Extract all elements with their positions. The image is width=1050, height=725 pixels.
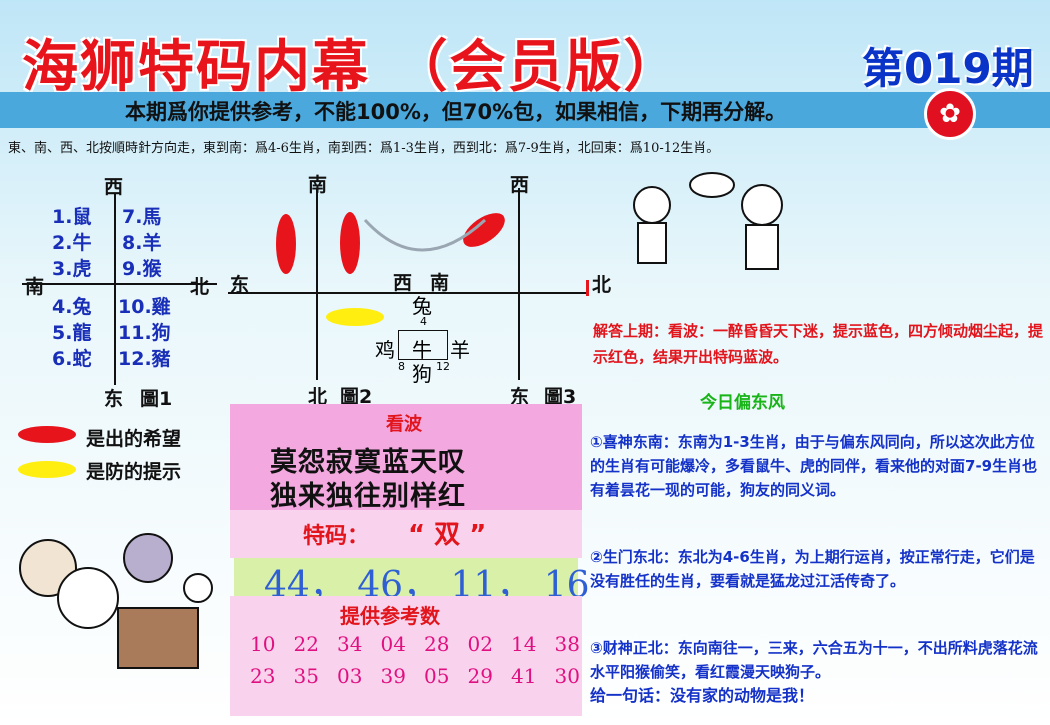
ref-number: 30 — [554, 664, 580, 688]
reference-panel — [230, 596, 582, 716]
cross-center: 牛 — [412, 338, 432, 362]
legend-yellow-label: 是防的提示 — [86, 461, 182, 483]
ref-number: 34 — [337, 632, 363, 656]
kanbo-line-2: 独来独往别样红 — [270, 481, 466, 512]
paragraph-1: ①喜神东南：东南为1-3生肖，由于与偏东风同向，所以这次此方位的生肖有可能爆冷，… — [590, 433, 1038, 499]
fig2-caption: 圖2 — [340, 386, 373, 408]
cartoon-animals-illustration — [19, 533, 213, 669]
fig1-south: 南 — [25, 276, 45, 298]
legend-yellow-swatch — [18, 461, 76, 478]
fig2-north: 北 — [308, 386, 328, 408]
reference-row-1: 10 22 34 04 28 02 14 38 — [250, 632, 580, 656]
ref-number: 35 — [293, 664, 319, 688]
reference-title: 提供参考数 — [340, 604, 440, 628]
cross-south: 南 — [430, 272, 450, 294]
page-title: 海狮特码内幕 （会员版） — [22, 34, 682, 100]
wind-heading: 今日偏东风 — [700, 393, 785, 413]
zodiac-item: 12.豬 — [118, 348, 171, 370]
kanbo-line-1: 莫怨寂寞蓝天叹 — [270, 447, 466, 478]
zodiac-item: 4.兔 — [52, 296, 92, 318]
cross-west: 西 — [393, 272, 413, 294]
zodiac-item: 1.鼠 — [52, 206, 92, 228]
cross-right: 羊 — [450, 338, 470, 362]
fig3-west: 西 — [510, 174, 530, 196]
zodiac-item: 9.猴 — [122, 258, 162, 280]
tema-label: 特码： — [303, 524, 370, 549]
paragraph-2: ②生门东北：东北为4-6生肖，为上期行运肖，按正常行走，它们是没有胜任的生肖，要… — [590, 548, 1035, 590]
fig3-caption: 圖3 — [544, 386, 577, 408]
direction-rule: 東、南、西、北按順時針方向走，東到南：爲4-6生肖，南到西：爲1-3生肖，西到北… — [8, 141, 720, 156]
fig2-south: 南 — [308, 174, 328, 196]
paragraph-3: ③财神正北：东向南往一，三来，六合五为十一，不出所料虎落花流水平阳猴偷笑，看红霞… — [590, 639, 1038, 681]
kanbo-title: 看波 — [386, 414, 422, 435]
ref-number: 38 — [554, 632, 580, 656]
cross-top-num: 4 — [420, 315, 427, 328]
zodiac-item: 5.龍 — [52, 322, 92, 344]
ref-number: 02 — [467, 632, 493, 656]
fig1-east: 东 — [104, 388, 124, 410]
hint-marker — [326, 308, 384, 326]
zodiac-item: 2.牛 — [52, 232, 92, 254]
fig3-east: 东 — [510, 386, 530, 408]
cross-bottom: 狗 — [412, 362, 432, 386]
zodiac-item: 8.羊 — [122, 232, 162, 254]
zodiac-item: 10.雞 — [118, 296, 171, 318]
fig1-north: 北 — [190, 276, 210, 298]
ref-number: 10 — [250, 632, 276, 656]
zodiac-item: 6.蛇 — [52, 348, 92, 370]
cross-left: 鸡 — [375, 338, 395, 362]
arc-decoration — [363, 218, 487, 252]
cartoon-characters-illustration — [633, 172, 783, 270]
ref-number: 39 — [380, 664, 406, 688]
ref-number: 22 — [293, 632, 319, 656]
ref-number: 41 — [511, 664, 537, 688]
issue-number: 第019期 — [862, 44, 1034, 93]
ref-number: 04 — [380, 632, 406, 656]
previous-answer: 解答上期：看波：一醉昏昏天下迷，提示蓝色，四方倾动烟尘起，提示红色，结果开出特码… — [593, 322, 1044, 366]
fig2-east: 东 — [230, 274, 250, 296]
reference-row-2: 23 35 03 39 05 29 41 30 — [250, 664, 580, 688]
banner-band — [0, 92, 1050, 128]
legend-red-label: 是出的希望 — [86, 428, 182, 450]
fig1-caption: 圖1 — [140, 388, 173, 410]
fig3-north: 北 — [592, 274, 612, 296]
cross-bottom-right-num: 12 — [436, 360, 450, 373]
zodiac-item: 3.虎 — [52, 258, 92, 280]
zodiac-item: 7.馬 — [122, 206, 162, 228]
fig1-west: 西 — [104, 176, 124, 198]
hope-marker — [276, 214, 296, 274]
banner-text: 本期爲你提供参考，不能100%，但70%包，如果相信，下期再分解。 — [125, 100, 787, 124]
ref-number: 14 — [511, 632, 537, 656]
ref-number: 28 — [424, 632, 450, 656]
zodiac-item: 11.狗 — [118, 322, 171, 344]
legend-red-swatch — [18, 426, 76, 443]
tema-panel — [230, 510, 582, 558]
cross-bottom-left-num: 8 — [398, 360, 405, 373]
cross-top: 兔 — [412, 294, 432, 318]
ref-number: 03 — [337, 664, 363, 688]
closing-sentence: 给一句话：没有家的动物是我！ — [590, 686, 815, 705]
ref-number: 05 — [424, 664, 450, 688]
hk-flower-icon: ✿ — [924, 88, 976, 140]
numbers-panel — [234, 558, 578, 596]
hope-marker — [340, 212, 360, 274]
ref-number: 23 — [250, 664, 276, 688]
tema-value: “ 双 ” — [408, 520, 487, 550]
kanbo-panel — [230, 404, 582, 510]
ref-number: 29 — [467, 664, 493, 688]
